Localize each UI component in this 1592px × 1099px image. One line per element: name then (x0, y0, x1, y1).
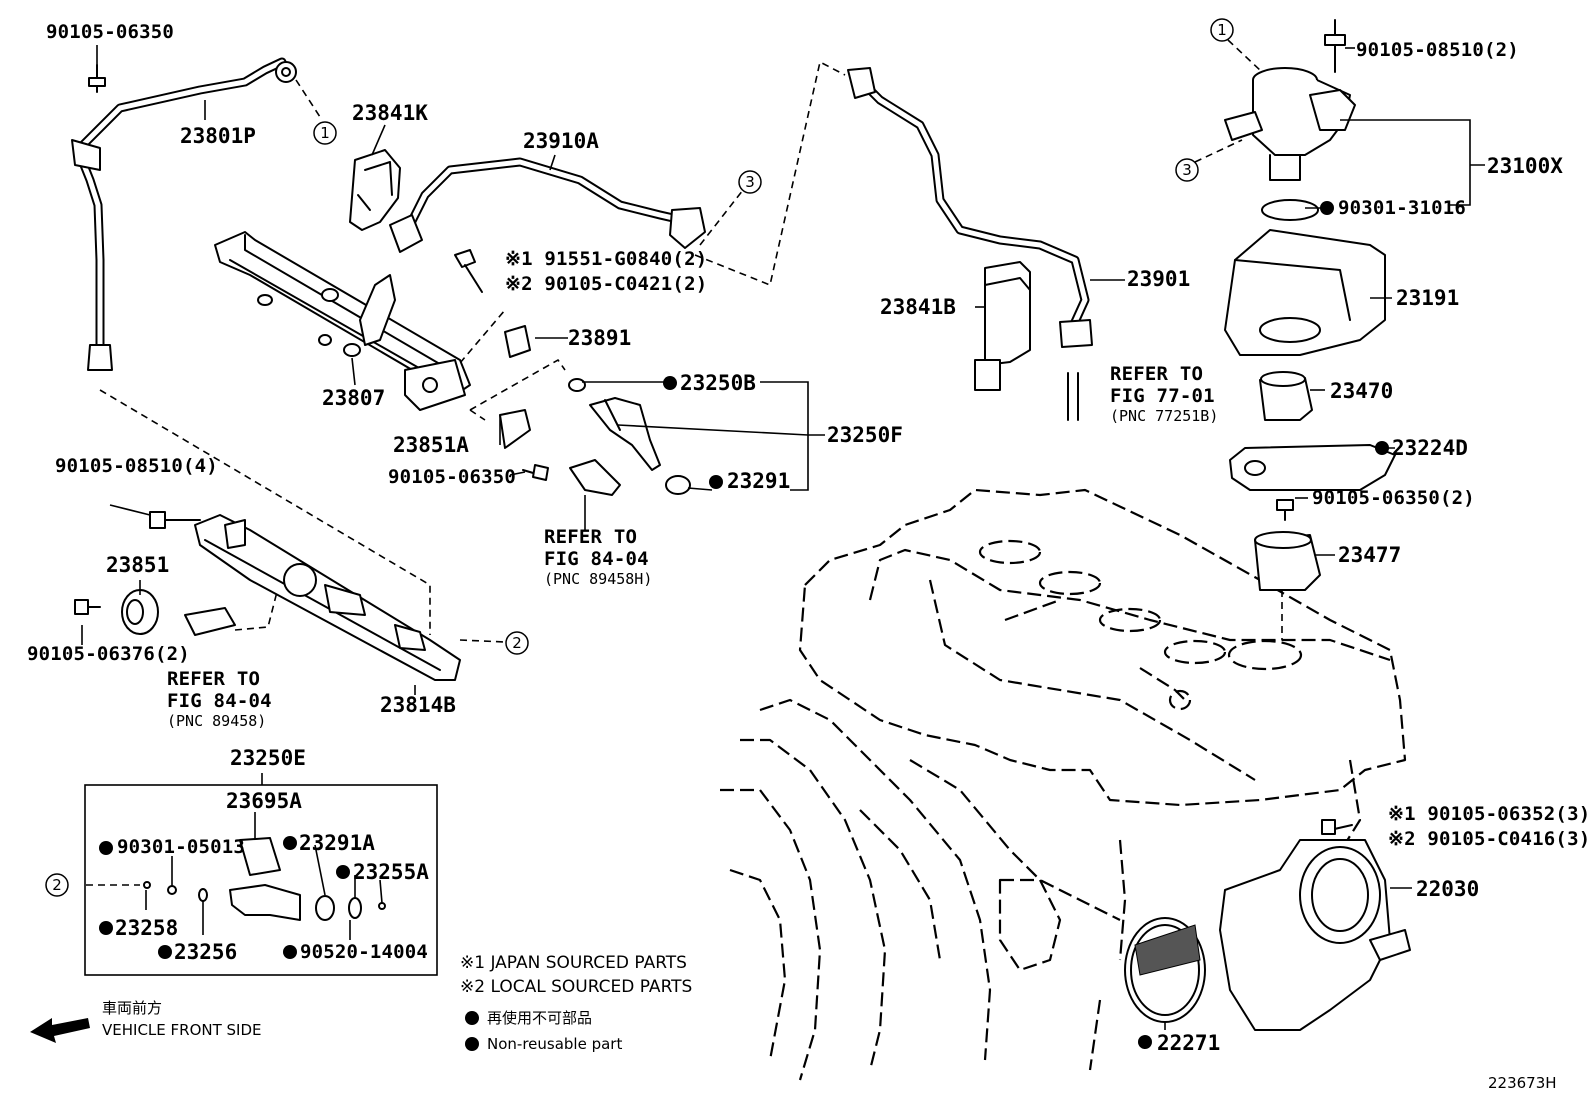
label-90105-08510-4: 90105-08510(4) (55, 455, 218, 477)
label-23100x: 23100X (1487, 154, 1563, 178)
label-23891: 23891 (568, 326, 631, 350)
svg-text:2: 2 (512, 634, 522, 652)
legend-japan-sourced: ※1 JAPAN SOURCED PARTS (460, 953, 687, 973)
label-90301-31016: 90301-31016 (1338, 197, 1466, 219)
svg-text:(PNC 77251B): (PNC 77251B) (1110, 407, 1218, 425)
svg-text:3: 3 (1182, 161, 1192, 179)
refer-fig-77-01: REFER TO FIG 77-01 (PNC 77251B) (1110, 363, 1218, 425)
leader-dashes (86, 39, 1283, 886)
label-23224d: 23224D (1392, 436, 1468, 460)
label-23291a: 23291A (299, 831, 375, 855)
label-90105-06350-top: 90105-06350 (46, 21, 174, 43)
label-90105-06350-2: 90105-06350(2) (1312, 487, 1475, 509)
callout-3-pump: 3 (1175, 158, 1199, 182)
label-90105-06376: 90105-06376(2) (27, 643, 190, 665)
legend-non-reusable-jp: 再使用不可部品 (487, 1009, 592, 1027)
svg-text:(PNC 89458): (PNC 89458) (167, 712, 266, 730)
fuel-hose-23901-drawing (847, 67, 1093, 421)
svg-text:(PNC 89458H): (PNC 89458H) (544, 570, 652, 588)
svg-text:FIG 77-01: FIG 77-01 (1110, 385, 1215, 407)
label-90520-14004: 90520-14004 (300, 941, 428, 963)
label-23258: 23258 (115, 916, 178, 940)
svg-text:1: 1 (1217, 21, 1227, 39)
label-23477: 23477 (1338, 543, 1401, 567)
label-23255a: 23255A (353, 860, 429, 884)
label-23901: 23901 (1127, 267, 1190, 291)
svg-text:2: 2 (52, 876, 62, 894)
label-23851a: 23851A (393, 433, 469, 457)
front-side-en: VEHICLE FRONT SIDE (102, 1021, 262, 1039)
injector-23250f-drawing (569, 397, 691, 496)
svg-text:REFER TO: REFER TO (544, 526, 637, 548)
refer-fig-84-04-b: REFER TO FIG 84-04 (PNC 89458) (167, 668, 272, 730)
svg-text:REFER TO: REFER TO (1110, 363, 1203, 385)
label-90105-08510-2: 90105-08510(2) (1356, 39, 1519, 61)
label-90105-06350-mid: 90105-06350 (388, 466, 516, 488)
label-23470: 23470 (1330, 379, 1393, 403)
legend-non-reusable-en: Non-reusable part (487, 1035, 622, 1053)
label-22030: 22030 (1416, 877, 1479, 901)
legend-local-sourced: ※2 LOCAL SOURCED PARTS (460, 977, 692, 997)
svg-text:FIG 84-04: FIG 84-04 (544, 548, 649, 570)
fuel-hose-23910a-drawing (389, 157, 706, 253)
svg-text:1: 1 (320, 124, 330, 142)
throttle-body-drawing (1124, 819, 1411, 1031)
small-parts-mid (454, 249, 586, 481)
label-90105-c0416: ※2 90105-C0416(3) (1388, 828, 1590, 850)
label-22271: 22271 (1157, 1031, 1220, 1055)
leader-lines (81, 45, 1485, 1030)
fuel-rail-23807-drawing (214, 231, 471, 411)
non-reusable-dots (99, 201, 1389, 1051)
sensor-23841k-drawing (349, 149, 401, 231)
label-23695a: 23695A (226, 789, 302, 813)
label-23841b: 23841B (880, 295, 956, 319)
label-23851: 23851 (106, 553, 169, 577)
front-side-jp: 車両前方 (102, 999, 162, 1017)
label-23250f: 23250F (827, 423, 903, 447)
insulator-23191-drawing (1224, 229, 1386, 356)
lower-pump-parts-drawing (1229, 371, 1396, 591)
callout-2-rail: 2 (505, 631, 529, 655)
fuel-hose-23801p-drawing (71, 57, 297, 371)
label-23814b: 23814B (380, 693, 456, 717)
label-90301-05013: 90301-05013 (117, 836, 245, 858)
callout-1-pump: 1 (1210, 18, 1234, 42)
callout-2-kit: 2 (45, 873, 69, 897)
refer-fig-84-04-a: REFER TO FIG 84-04 (PNC 89458H) (544, 526, 652, 588)
delivery-pipe-23814b-drawing (74, 511, 461, 681)
svg-text:3: 3 (745, 173, 755, 191)
callout-1-top: 1 (313, 121, 337, 145)
label-23191: 23191 (1396, 286, 1459, 310)
label-23801p: 23801P (180, 124, 256, 148)
callout-3-mid: 3 (738, 170, 762, 194)
engine-outline (720, 488, 1407, 1081)
label-91551-g0840: ※1 91551-G0840(2) (505, 248, 707, 270)
label-23291: 23291 (727, 469, 790, 493)
label-90105-c0421: ※2 90105-C0421(2) (505, 273, 707, 295)
label-23807: 23807 (322, 386, 385, 410)
label-23250b: 23250B (680, 371, 756, 395)
injector-kit-box (84, 773, 438, 976)
label-90105-06352: ※1 90105-06352(3) (1388, 803, 1590, 825)
fuel-pump-23100x-drawing (1224, 19, 1356, 221)
label-23910a: 23910A (523, 129, 599, 153)
figure-id: 223673H (1488, 1074, 1557, 1092)
label-23250e: 23250E (230, 746, 306, 770)
sensor-23841b-drawing (974, 261, 1031, 391)
svg-text:FIG 84-04: FIG 84-04 (167, 690, 272, 712)
svg-text:REFER TO: REFER TO (167, 668, 260, 690)
label-23841k: 23841K (352, 101, 428, 125)
vehicle-front-arrow-icon (30, 1018, 90, 1043)
label-23256: 23256 (174, 940, 237, 964)
